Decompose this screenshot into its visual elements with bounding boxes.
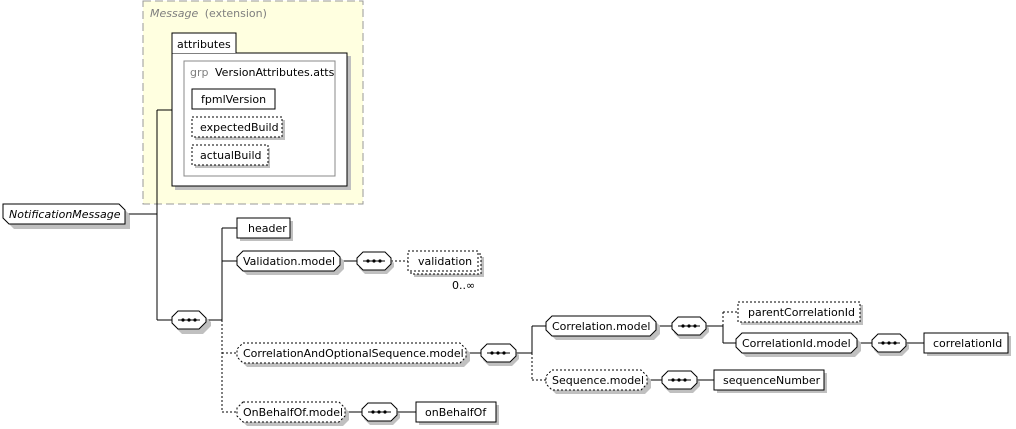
version-attributes-group: grp VersionAttributes.atts fpmlVersion e… xyxy=(183,60,336,177)
svg-text:CorrelationId.model: CorrelationId.model xyxy=(742,337,851,350)
attribute-expectedbuild[interactable] xyxy=(191,116,283,138)
svg-text:sequenceNumber: sequenceNumber xyxy=(723,374,821,387)
sequence-compositor-correlation-optional[interactable] xyxy=(480,343,519,366)
svg-text:parentCorrelationId: parentCorrelationId xyxy=(748,306,855,319)
root-notificationmessage[interactable]: NotificationMessage xyxy=(2,203,130,229)
attributes-label: attributes xyxy=(177,38,231,51)
sequence-compositor-correlation[interactable] xyxy=(671,316,709,339)
group-validation-model[interactable]: Validation.model xyxy=(236,250,344,275)
svg-text:Correlation.model: Correlation.model xyxy=(552,320,650,333)
element-on-behalf-of[interactable]: onBehalfOf xyxy=(415,401,499,425)
group-header: grp VersionAttributes.atts xyxy=(190,66,335,79)
attribute-actualbuild-label: actualBuild xyxy=(200,149,261,162)
attribute-expectedbuild-label: expectedBuild xyxy=(200,121,279,134)
sequence-compositor-validation[interactable] xyxy=(356,251,394,274)
svg-text:correlationId: correlationId xyxy=(933,337,1002,350)
validation-cardinality: 0..∞ xyxy=(452,279,475,292)
attributes-box: attributes grp VersionAttributes.atts fp… xyxy=(171,32,351,190)
sequence-compositor-on-behalf-of[interactable] xyxy=(361,402,400,425)
svg-text:NotificationMessage: NotificationMessage xyxy=(9,208,121,221)
group-sequence-model[interactable]: Sequence.model xyxy=(545,369,651,394)
svg-text:header: header xyxy=(248,222,287,235)
element-correlation-id[interactable]: correlationId xyxy=(923,332,1011,356)
sequence-compositor-correlation-id[interactable] xyxy=(871,333,909,356)
sequence-compositor-main[interactable] xyxy=(171,310,211,334)
connectors xyxy=(127,109,924,413)
extension-header: Message (extension) xyxy=(150,7,267,20)
svg-text:Validation.model: Validation.model xyxy=(243,255,335,268)
element-sequence-number[interactable]: sequenceNumber xyxy=(713,369,827,393)
attribute-actualbuild[interactable] xyxy=(191,144,269,166)
element-header[interactable]: header xyxy=(236,217,293,241)
group-correlation-model[interactable]: Correlation.model xyxy=(545,315,660,340)
svg-text:OnBehalfOf.model: OnBehalfOf.model xyxy=(243,406,343,419)
svg-text:onBehalfOf: onBehalfOf xyxy=(425,406,487,419)
svg-text:Sequence.model: Sequence.model xyxy=(552,374,644,387)
group-on-behalf-of-model[interactable]: OnBehalfOf.model xyxy=(236,401,349,426)
element-validation[interactable]: validation 0..∞ xyxy=(407,250,484,292)
attribute-fpmlversion[interactable] xyxy=(191,88,276,110)
group-correlation-id-model[interactable]: CorrelationId.model xyxy=(735,332,861,357)
svg-text:CorrelationAndOptionalSequence: CorrelationAndOptionalSequence.model xyxy=(243,347,464,360)
element-parent-correlation-id[interactable]: parentCorrelationId xyxy=(737,301,863,325)
sequence-compositor-sequence[interactable] xyxy=(661,370,700,393)
svg-text:validation: validation xyxy=(418,255,472,268)
attribute-fpmlversion-label: fpmlVersion xyxy=(201,93,266,106)
group-correlation-and-optional-sequence-model[interactable]: CorrelationAndOptionalSequence.model xyxy=(236,342,470,367)
message-extension-region: Message (extension) attributes grp Versi… xyxy=(142,0,364,205)
